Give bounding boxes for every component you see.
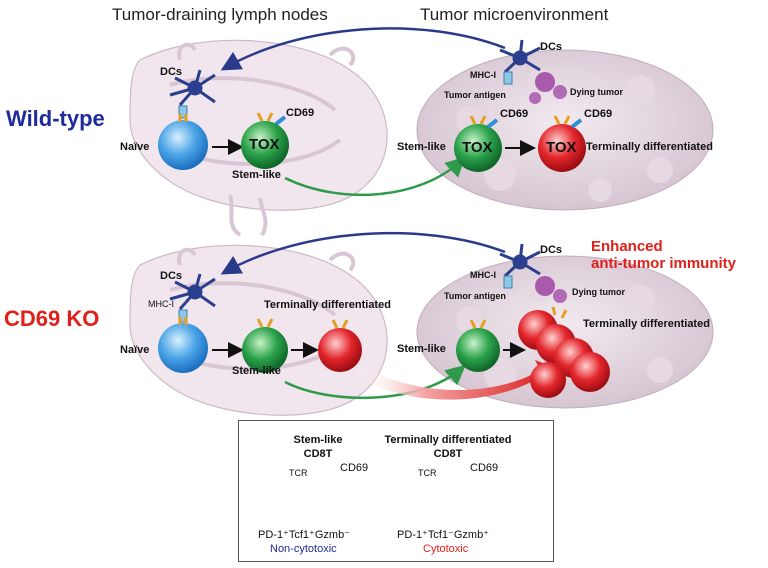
label-tox-stem: TOX: [462, 139, 493, 156]
label-mhc-i-tumor-ko: MHC-I: [470, 270, 496, 280]
label-enhanced-2: anti-tumor immunity: [591, 255, 736, 272]
cd69-receptor-icon: [274, 115, 287, 126]
label-dcs: DCs: [160, 66, 183, 78]
label-term-diff-ko-lymph: Terminally differentiated: [264, 299, 391, 311]
mhc-i-icon: [503, 71, 513, 85]
row-title-wild-type: Wild-type: [6, 106, 105, 131]
mhc-i-icon: [178, 105, 188, 119]
arrow-enhanced-migration: [355, 360, 555, 400]
stem-like-cell-tumor-ko: [456, 328, 500, 372]
label-stem-like-tumor: Stem-like: [397, 141, 446, 153]
label-dcs-tumor-ko: DCs: [540, 244, 563, 256]
tcr-receptor-icon: [256, 112, 274, 122]
label-tumor-antigen-ko: Tumor antigen: [444, 291, 506, 301]
label-mhc-i: MHC-I: [470, 70, 496, 80]
legend-stem-function: Non-cytotoxic: [270, 543, 337, 555]
legend-term-function: Cytotoxic: [423, 543, 469, 555]
mhc-i-icon: [503, 275, 513, 289]
label-cd69-stem: CD69: [500, 108, 529, 120]
dendritic-cell-icon: [169, 69, 216, 106]
arrow-migration-stem: [284, 156, 466, 197]
label-dying-tumor: Dying tumor: [570, 87, 623, 97]
label-tox: TOX: [249, 136, 280, 153]
legend-box: [238, 420, 554, 562]
legend-cd69-label: CD69: [340, 462, 369, 474]
label-enhanced-1: Enhanced: [591, 238, 663, 255]
label-stem-like: Stem-like: [232, 169, 281, 181]
tumor-antigen-icon: [535, 276, 567, 303]
dendritic-cell-icon: [499, 243, 541, 278]
label-tox-term: TOX: [546, 139, 577, 156]
legend-term-title-1: Terminally differentiated: [384, 434, 512, 446]
dendritic-cell-icon: [169, 273, 216, 310]
naive-cell-ko: [158, 323, 208, 373]
stem-like-cell: [241, 121, 289, 169]
label-dcs-ko: DCs: [160, 270, 183, 282]
arrow-migration-stem-ko: [284, 364, 466, 400]
header-lymph-nodes: Tumor-draining lymph nodes: [112, 5, 328, 24]
legend-stem-marker: PD-1⁺Tcf1⁺Gzmb⁻: [258, 529, 350, 541]
label-dying-tumor-ko: Dying tumor: [572, 287, 625, 297]
dendritic-cell-icon: [499, 39, 541, 74]
arrow-dc-migration-ko: [220, 231, 506, 275]
label-terminally-differentiated: Terminally differentiated: [586, 141, 713, 153]
label-cd69-term: CD69: [584, 108, 613, 120]
label-naive-ko: Naïve: [120, 344, 150, 356]
legend-cd69-label-2: CD69: [470, 462, 499, 474]
naive-cell: [158, 120, 208, 170]
terminally-differentiated-cell-ko-lymph: [318, 328, 362, 372]
terminally-differentiated-cell: [538, 124, 586, 172]
row-title-cd69-ko: CD69 KO: [4, 306, 100, 331]
header-microenvironment: Tumor microenvironment: [420, 5, 609, 24]
arrow-dc-migration: [220, 27, 506, 71]
legend-stem-title-2: CD8T: [303, 448, 333, 460]
stem-like-cell-tumor: [454, 124, 502, 172]
label-cd69: CD69: [286, 107, 315, 119]
terminally-differentiated-cell-cluster: [518, 310, 610, 398]
legend-term-marker: PD-1⁺Tcf1⁻Gzmb⁺: [397, 529, 489, 541]
stem-like-cell-ko: [242, 327, 288, 373]
legend-stem-title-1: Stem-like: [293, 434, 343, 446]
label-term-diff-ko-tumor: Terminally differentiated: [583, 318, 710, 330]
label-stem-like-ko: Stem-like: [232, 365, 281, 377]
mhc-i-icon: [178, 309, 188, 323]
tumor-antigen-icon: [529, 72, 567, 104]
label-stem-like-tumor-ko: Stem-like: [397, 343, 446, 355]
legend-term-title-2: CD8T: [433, 448, 463, 460]
label-dcs-tumor: DCs: [540, 41, 563, 53]
legend-tcr-label-2: TCR: [418, 468, 437, 478]
legend-tcr-label: TCR: [289, 468, 308, 478]
label-tumor-antigen: Tumor antigen: [444, 90, 506, 100]
label-naive: Naïve: [120, 141, 150, 153]
label-mhc-i-ko: MHC-I: [148, 299, 174, 309]
